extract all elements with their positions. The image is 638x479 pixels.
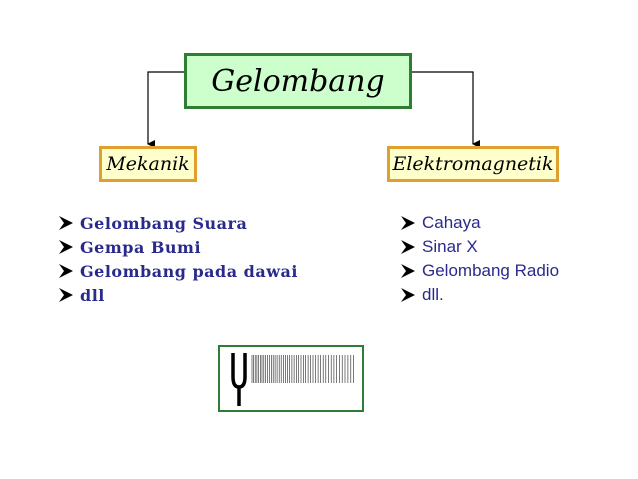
list-item: Cahaya — [400, 211, 559, 235]
branch-node-mekanik: Mekanik — [99, 146, 197, 182]
mekanik-examples-list: Gelombang Suara Gempa Bumi Gelombang pad… — [58, 211, 298, 307]
list-item: dll. — [400, 283, 559, 307]
arrowhead-bullet-icon — [401, 216, 415, 230]
list-item: Sinar X — [400, 235, 559, 259]
root-node-label: Gelombang — [211, 63, 385, 99]
tuning-fork-sound-wave-illustration — [218, 345, 364, 412]
branch-node-label: Mekanik — [106, 153, 190, 175]
elektromagnetik-examples-list: Cahaya Sinar X Gelombang Radio dll. — [400, 211, 559, 307]
list-item-label: Sinar X — [422, 237, 478, 256]
branch-node-elektromagnetik: Elektromagnetik — [387, 146, 559, 182]
arrowhead-bullet-icon — [59, 264, 73, 278]
list-item-label: dll — [80, 285, 105, 305]
arrowhead-bullet-icon — [401, 264, 415, 278]
list-item-label: Cahaya — [422, 213, 481, 232]
tuning-fork-sound-wave-icon — [231, 353, 354, 406]
arrowhead-bullet-icon — [401, 288, 415, 302]
list-item-label: Gelombang Radio — [422, 261, 560, 280]
arrowhead-bullet-icon — [401, 240, 415, 254]
list-item-label: Gelombang Suara — [80, 213, 248, 233]
tuning-fork-icon — [231, 353, 247, 389]
list-item-label: dll. — [422, 285, 444, 304]
list-item: dll — [58, 283, 298, 307]
arrowhead-bullet-icon — [59, 240, 73, 254]
arrowhead-bullet-icon — [59, 216, 73, 230]
list-item-label: Gelombang pada dawai — [80, 261, 298, 281]
list-item: Gelombang Radio — [400, 259, 559, 283]
root-node-gelombang: Gelombang — [184, 53, 412, 109]
list-item: Gelombang pada dawai — [58, 259, 298, 283]
branch-node-label: Elektromagnetik — [392, 153, 554, 175]
sound-wave-lines — [251, 355, 354, 383]
list-item-label: Gempa Bumi — [80, 237, 202, 257]
connector-to-elektromagnetik — [412, 71, 480, 148]
arrowhead-bullet-icon — [59, 288, 73, 302]
list-item: Gelombang Suara — [58, 211, 298, 235]
list-item: Gempa Bumi — [58, 235, 298, 259]
connector-to-mekanik — [147, 71, 184, 148]
